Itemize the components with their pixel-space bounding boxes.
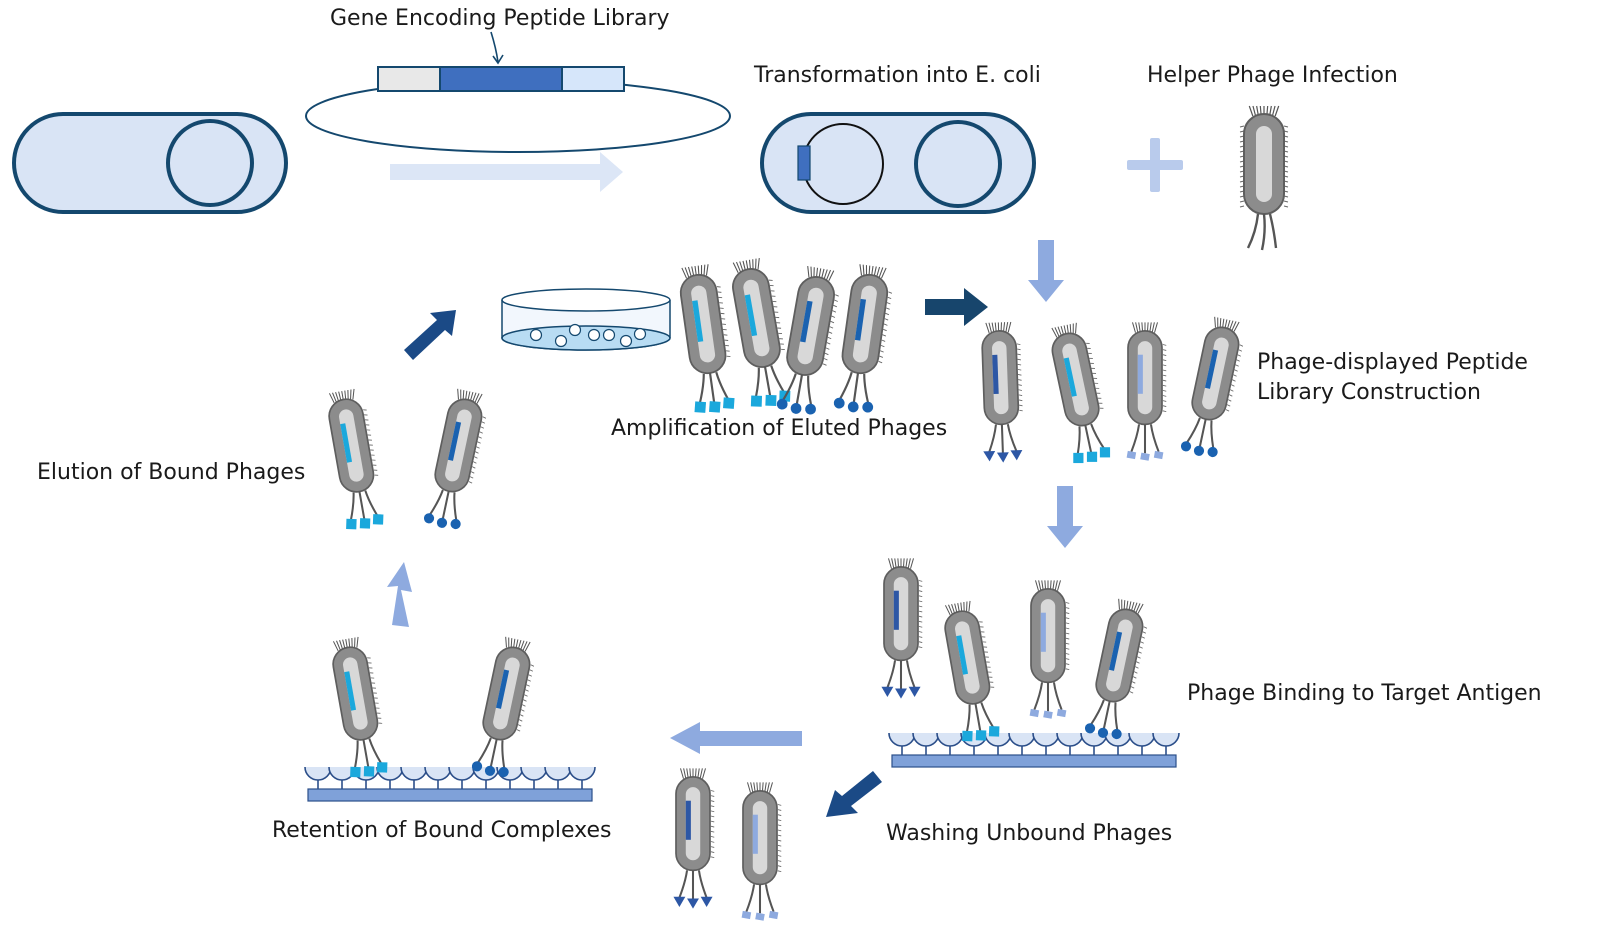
binding-label: Phage Binding to Target Antigen [1187,681,1542,706]
phage-binding-1 [881,558,923,699]
phage-washed-2 [741,782,782,921]
helper-phage-body [1239,105,1289,251]
phage-amplified-3 [776,266,839,415]
transformation-arrow [390,152,623,192]
plasmid-gene-library [305,31,731,153]
phage-library-3 [1126,322,1167,461]
plus-icon [1127,138,1183,192]
transformation-label: Transformation into E. coli [754,63,1041,88]
phage-amplified-1 [679,264,735,413]
phage-eluted-2 [423,388,487,530]
phage-binding-4 [1084,598,1148,740]
phage-amplified-2 [732,258,791,407]
petri-dish [501,288,671,351]
phage-retained-1 [332,636,388,778]
retention-label: Retention of Bound Complexes [272,818,612,843]
antigen-surface-retention [304,766,596,802]
phage-amplified-4 [833,264,893,413]
phage-binding-2 [944,600,1000,742]
washing-label: Washing Unbound Phages [886,821,1173,846]
phage-retained-2 [471,636,535,778]
phage-washed-1 [673,768,715,909]
amplification-label: Amplification of Eluted Phages [611,416,948,441]
ecoli-cell-empty [12,112,288,214]
phage-library-4 [1180,316,1244,458]
phage-library-1 [981,321,1023,463]
helper-phage [1239,105,1289,251]
elution-label: Elution of Bound Phages [37,460,306,485]
antigen-surface-binding [888,732,1180,768]
library-construction-line2: Library Construction [1257,380,1481,405]
library-construction-line1: Phage-displayed Peptide [1257,350,1528,375]
helper-infection-label: Helper Phage Infection [1147,63,1398,88]
gene-library-label: Gene Encoding Peptide Library [330,6,670,31]
phage-eluted-1 [328,388,384,530]
phage-binding-3 [1029,580,1070,719]
library-construction-label: Phage-displayed Peptide Library Construc… [1257,348,1557,408]
phage-library-2 [1051,322,1111,464]
ecoli-cell-transformed [760,112,1036,214]
process-arrows [387,240,1083,817]
phage-particles [328,258,1244,921]
